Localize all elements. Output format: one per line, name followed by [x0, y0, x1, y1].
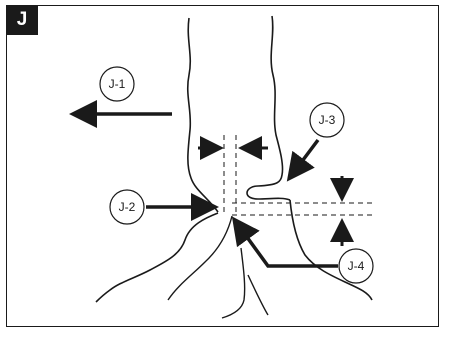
panel-label: J — [6, 5, 38, 35]
callout-j3: J-3 — [309, 102, 345, 138]
callout-j2: J-2 — [109, 189, 145, 225]
callout-j1: J-1 — [99, 66, 135, 102]
svg-text:J-3: J-3 — [319, 113, 336, 127]
svg-text:J-4: J-4 — [348, 259, 365, 273]
trunk-left-outline — [186, 17, 219, 213]
root-center-2 — [247, 274, 269, 316]
svg-text:J-2: J-2 — [119, 200, 136, 214]
svg-text:J-1: J-1 — [109, 77, 126, 91]
callout-j4: J-4 — [338, 248, 374, 284]
root-left-inner — [167, 215, 233, 301]
trunk-right-outline — [257, 15, 284, 187]
root-right — [289, 199, 373, 301]
callout-j4-arrow — [231, 216, 338, 268]
root-center — [221, 247, 246, 319]
callout-j3-arrow — [286, 138, 320, 182]
back-cut-notch — [246, 185, 291, 201]
root-left — [95, 212, 219, 303]
